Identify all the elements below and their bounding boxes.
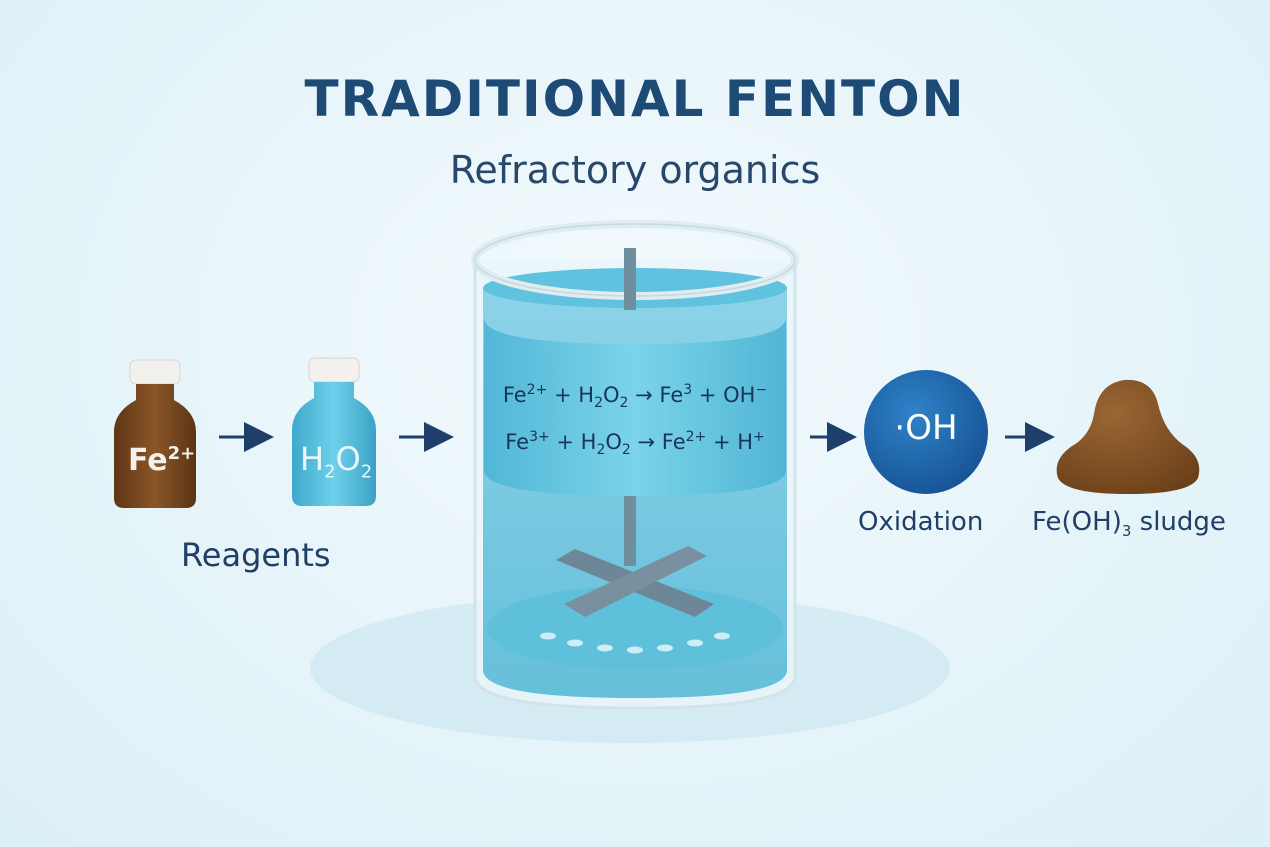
reagents-label: Reagents	[181, 536, 331, 574]
sludge-label: Fe(OH)3 sludge	[1032, 507, 1226, 541]
iron-bottle-icon	[114, 359, 196, 508]
peroxide-bottle-icon	[292, 357, 376, 506]
sludge-pile-icon	[1056, 379, 1200, 494]
diagram-subtitle: Refractory organics	[449, 148, 821, 192]
reactor-vessel	[471, 220, 799, 710]
diagram-title: TRADITIONAL FENTON	[304, 70, 966, 128]
oxidation-label: Oxidation	[858, 507, 984, 537]
hydroxyl-radical-label: ·OH	[894, 408, 958, 448]
reaction-equation-1: Fe2+ + H2O2 → Fe3 + OH−	[502, 382, 768, 412]
iron-bottle-label: Fe2+	[128, 443, 196, 478]
hydroxyl-radical-icon	[864, 370, 988, 494]
reaction-equation-2: Fe3+ + H2O2 → Fe2+ + H+	[505, 429, 765, 459]
stirrer-icon	[556, 248, 714, 617]
peroxide-bottle-label: H2O2	[300, 440, 373, 483]
